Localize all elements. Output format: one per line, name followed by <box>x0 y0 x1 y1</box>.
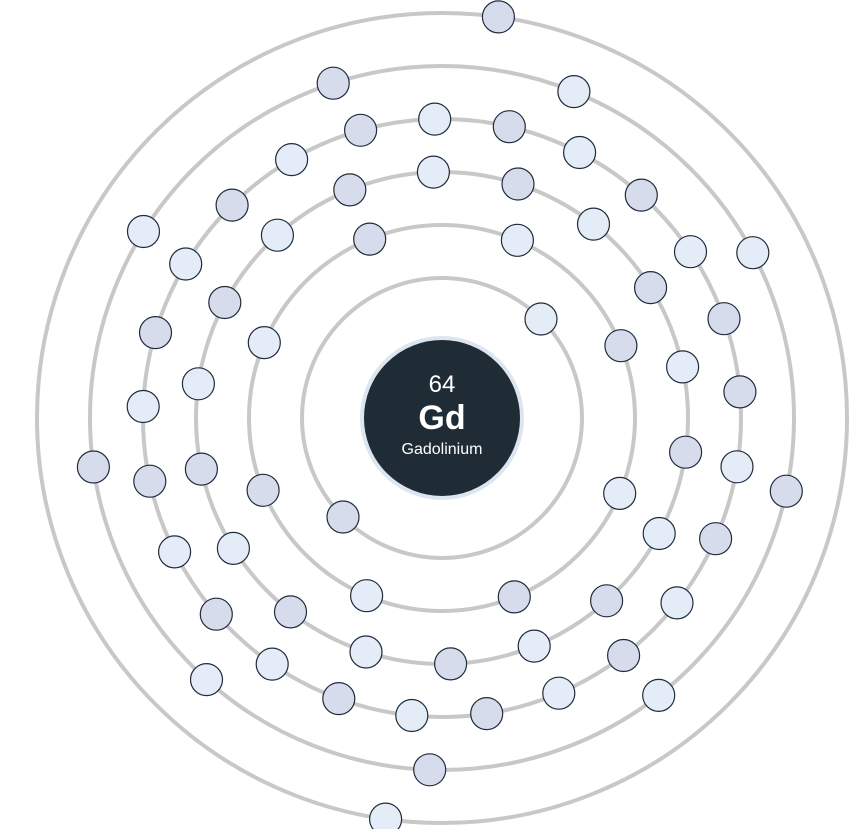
electron <box>589 584 624 618</box>
electron <box>501 167 535 201</box>
electron <box>413 753 447 787</box>
electron <box>126 389 160 424</box>
electron <box>326 500 360 534</box>
electron <box>434 647 468 681</box>
element-name: Gadolinium <box>402 441 483 458</box>
electron <box>76 450 111 484</box>
shell-1 <box>300 276 584 560</box>
electron <box>246 473 280 507</box>
electron <box>316 66 350 100</box>
electron <box>418 102 452 136</box>
electron <box>723 375 757 409</box>
nucleus-circle <box>360 336 524 500</box>
electron <box>736 236 770 270</box>
electron <box>769 474 803 508</box>
electron <box>247 326 281 360</box>
electron <box>470 696 504 731</box>
electron <box>604 329 638 363</box>
electron <box>349 635 383 669</box>
electron <box>215 188 249 222</box>
electron <box>158 535 192 569</box>
electron <box>255 647 289 681</box>
electron <box>322 681 356 716</box>
shell-2 <box>247 223 637 613</box>
electron <box>350 579 384 613</box>
electron <box>189 662 224 697</box>
electron <box>395 698 429 733</box>
electron <box>500 223 535 257</box>
electrons <box>76 0 803 829</box>
electron <box>707 302 741 336</box>
electron <box>216 531 250 566</box>
electron <box>184 452 218 486</box>
electron <box>562 135 597 170</box>
electron <box>633 271 668 305</box>
electron <box>481 0 515 34</box>
electron <box>199 597 233 631</box>
electron <box>273 595 308 629</box>
electron <box>524 302 558 336</box>
electron <box>353 222 387 256</box>
electron <box>497 580 531 614</box>
electron <box>333 173 367 207</box>
electron <box>181 367 215 401</box>
electron <box>492 110 526 144</box>
electron <box>517 629 551 663</box>
electron <box>169 247 203 281</box>
electron <box>668 435 703 469</box>
electron <box>606 638 641 673</box>
electron <box>576 207 611 241</box>
electron <box>344 113 378 147</box>
electron <box>369 802 403 829</box>
shell-6 <box>35 11 849 825</box>
electron <box>603 476 637 510</box>
electron <box>416 155 450 189</box>
electron <box>665 350 700 384</box>
electron <box>133 464 167 498</box>
electron <box>138 316 173 350</box>
electron <box>624 178 658 212</box>
electron <box>557 74 591 109</box>
electron <box>673 235 708 269</box>
nucleus: 64 Gd Gadolinium <box>360 336 524 500</box>
electron <box>126 214 161 249</box>
electron <box>642 678 676 713</box>
electron <box>275 143 309 177</box>
element-symbol: Gd <box>418 399 465 437</box>
electron <box>642 516 676 551</box>
electron <box>208 285 242 320</box>
electron <box>542 676 576 710</box>
atomic-number: 64 <box>429 371 456 398</box>
electron <box>260 218 294 252</box>
electron <box>720 450 754 484</box>
electron <box>660 586 694 620</box>
electron <box>698 522 733 556</box>
